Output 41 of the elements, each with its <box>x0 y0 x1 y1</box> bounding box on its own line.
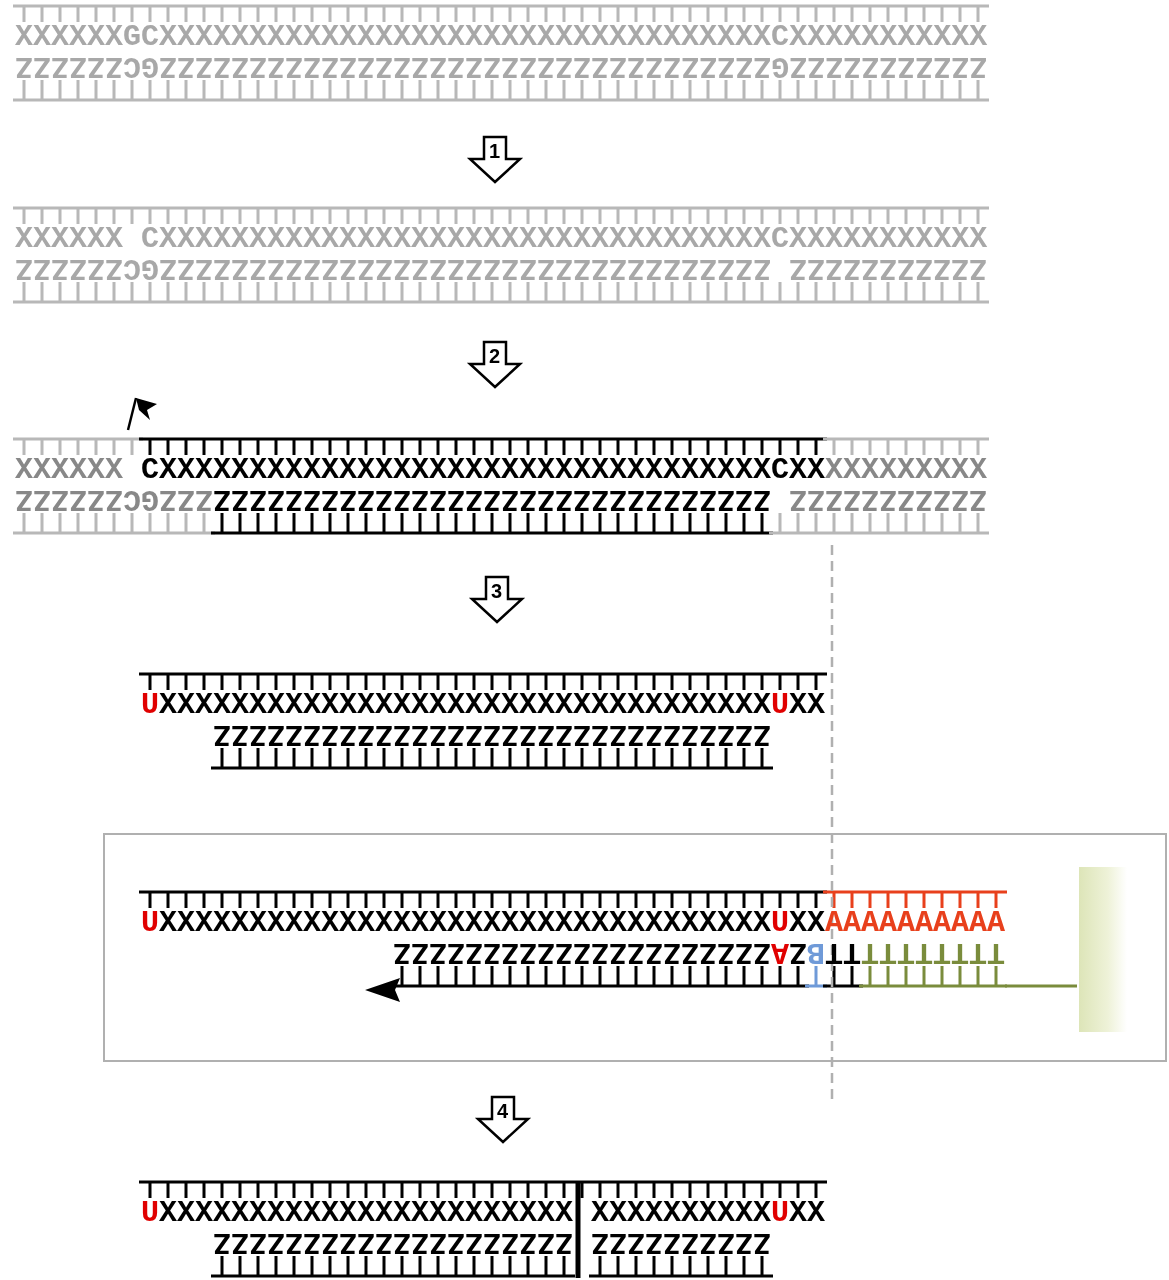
sequence-text: XXXXXX <box>15 228 124 250</box>
sequence-text: XXXXXX <box>15 459 124 481</box>
sequence-text: U <box>771 1202 789 1224</box>
sequence-text: ZZZZZZZZZZ <box>591 1231 772 1253</box>
stage-box <box>103 833 1167 1062</box>
sequence-text: ZZZZZZZZZZZ <box>789 257 988 279</box>
sequence-text: U <box>141 694 159 716</box>
sequence-text: XX <box>789 1202 825 1224</box>
sequence-text: ZZZZZZZZZZZ <box>789 488 988 510</box>
sequence-text: XXXXXXXXXX <box>591 1202 772 1224</box>
sequence-text: ZZZZZZZZZZZZZZZZZZZZZZZZZZZZZZZZZZGCZZZZZZ <box>15 257 772 279</box>
sequence-text: CXXXXXXXXXXXXXXXXXXXXXXXXXXXXXXXXXXCXXXXXXXXXXX <box>141 228 988 250</box>
sequence-text: U <box>141 912 159 934</box>
sequence-text: B <box>807 941 825 963</box>
sequence-text: XXXXXXGCXXXXXXXXXXXXXXXXXXXXXXXXXXXXXXXXXXCXXXXXXXXXXX <box>15 26 988 48</box>
sequence-text: XXXXXXXXXXXXXXXXXXXXXXXXXXXXXXXXXX <box>159 694 772 716</box>
sequence-text: ZZZZZZZZZZZZZZZZZZZZZ <box>393 941 772 963</box>
step-number: 1 <box>489 141 501 161</box>
sequence-text: AAAAAAAAAA <box>825 912 1006 934</box>
step-number: 3 <box>491 581 503 601</box>
sequence-text: A <box>771 941 789 963</box>
sequence-text: XXXXXXXXXXXXXXXXXXXXXXX <box>159 1202 574 1224</box>
bead-bar <box>1079 867 1127 1032</box>
sequence-text: ZZZGCZZZZZZ <box>15 488 214 510</box>
sequence-text: CXXXXXXXXXXXXXXXXXXXXXXXXXXXXXXXXXXCXX <box>141 459 826 481</box>
sequence-text: ZZZZZZZZZZZZZZZZZZZZZZZZZZZZZZZ <box>213 723 772 745</box>
step-number: 4 <box>497 1101 509 1121</box>
sequence-text: XXXXXXXXX <box>825 459 988 481</box>
sequence-text: U <box>141 1202 159 1224</box>
sequence-text: TTTTTTTT <box>861 941 1006 963</box>
sequence-text: TT <box>825 941 861 963</box>
sequence-text: XXXXXXXXXXXXXXXXXXXXXXXXXXXXXXXXXX <box>159 912 772 934</box>
sequence-text: Z <box>789 941 807 963</box>
step-number: 2 <box>489 346 501 366</box>
sequence-text: ZZZZZZZZZZZGZZZZZZZZZZZZZZZZZZZZZZZZZZZZZZZZZZGCZZZZZZ <box>15 55 988 77</box>
sequence-text: U <box>771 912 789 934</box>
sequence-text: ZZZZZZZZZZZZZZZZZZZZZZZZZZZZZZZ <box>213 488 772 510</box>
sequence-text: XX <box>789 694 825 716</box>
sequence-text: XX <box>789 912 825 934</box>
sequence-text: U <box>771 694 789 716</box>
sequence-text: ZZZZZZZZZZZZZZZZZZZZ <box>213 1231 574 1253</box>
